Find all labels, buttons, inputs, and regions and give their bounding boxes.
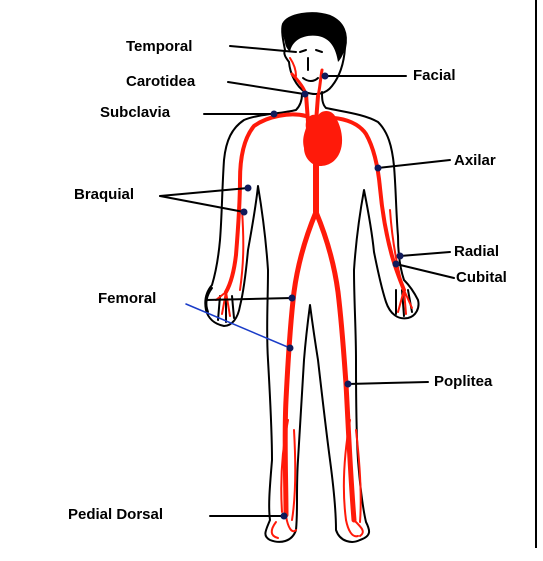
leader-braquial-2 [160, 196, 244, 212]
label-subclavia: Subclavia [100, 104, 170, 122]
label-carotidea: Carotidea [126, 73, 195, 91]
leader-axilar [378, 160, 450, 168]
label-facial: Facial [413, 67, 456, 85]
label-femoral: Femoral [98, 290, 156, 308]
leader-braquial-1 [160, 188, 248, 196]
body-outline [205, 13, 418, 542]
label-axilar: Axilar [454, 152, 496, 170]
hair [283, 13, 346, 62]
label-radial: Radial [454, 243, 499, 261]
leader-cubital [396, 264, 454, 278]
label-temporal: Temporal [126, 38, 192, 56]
leader-radial [400, 252, 450, 256]
label-poplitea: Poplitea [434, 373, 492, 391]
label-braquial: Braquial [74, 186, 134, 204]
leader-temporal [230, 46, 296, 52]
heart [303, 111, 342, 166]
label-cubital: Cubital [456, 269, 507, 287]
leader-poplitea [348, 382, 428, 384]
label-pedial-dorsal: Pedial Dorsal [68, 506, 163, 524]
leader-carotidea [228, 82, 304, 94]
